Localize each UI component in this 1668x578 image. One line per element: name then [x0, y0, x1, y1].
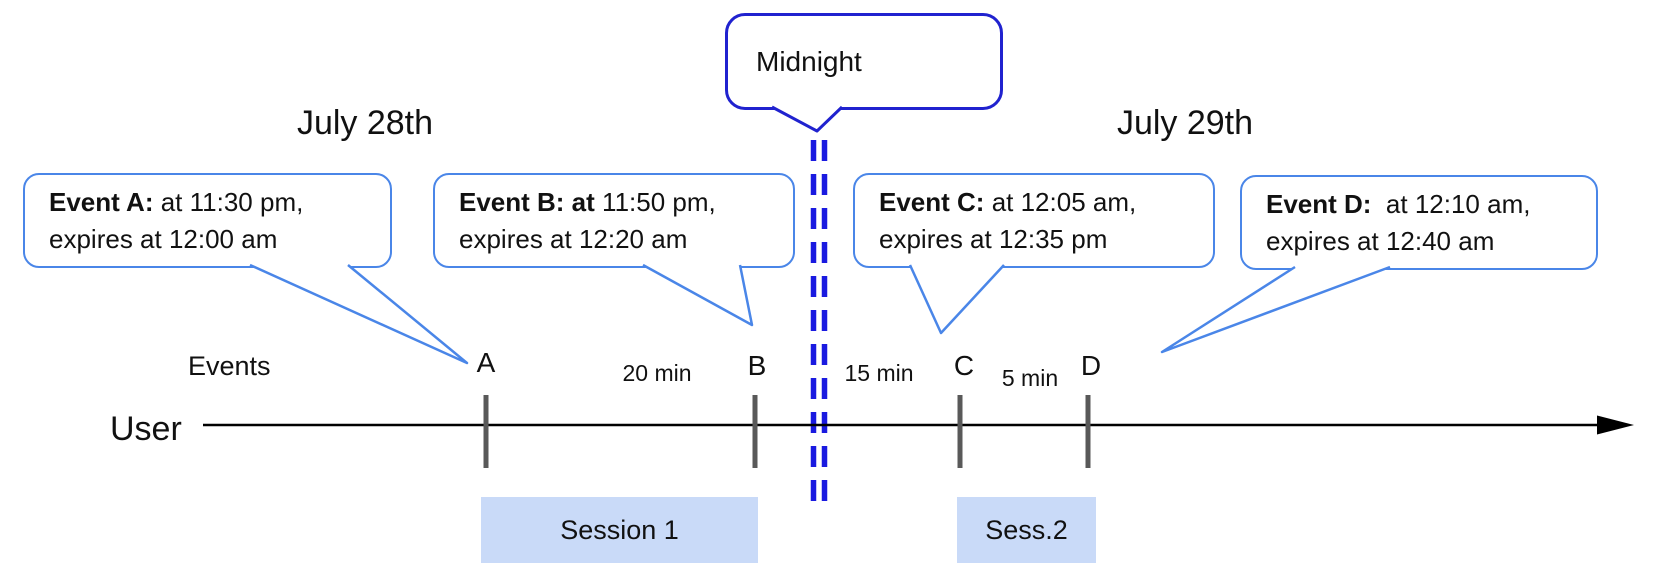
midnight-callout: Midnight	[725, 13, 1003, 110]
session-1-box: Session 1	[481, 497, 758, 563]
midnight-bubble-tail	[771, 105, 844, 133]
tick-label-c: C	[953, 350, 975, 381]
event-a-time: at 11:30 pm,	[153, 186, 304, 217]
date-heading-july-28: July 28th	[296, 104, 434, 142]
tick-label-a: A	[476, 347, 496, 378]
event-d-time: at 12:10 am,	[1371, 188, 1531, 219]
events-row-label: Events	[188, 351, 271, 381]
bubble-d-tail	[1160, 265, 1391, 354]
event-a-title: Event A:	[49, 186, 154, 217]
midnight-label: Midnight	[756, 45, 862, 77]
bubble-b-tail	[642, 263, 754, 327]
event-d-callout: Event D: at 12:10 am, expires at 12:40 a…	[1240, 175, 1598, 270]
event-a-line2: expires at 12:00 am	[49, 223, 278, 254]
event-d-line2: expires at 12:40 am	[1266, 225, 1495, 256]
event-c-callout: Event C: at 12:05 am, expires at 12:35 p…	[853, 173, 1215, 268]
bubble-a-tail	[249, 263, 469, 365]
timeline-arrowhead-icon	[1597, 415, 1634, 435]
event-b-title: Event B: at	[459, 186, 595, 217]
event-b-time: 11:50 pm,	[594, 186, 716, 217]
session-2-box: Sess.2	[957, 497, 1096, 563]
user-row-label: User	[110, 410, 182, 448]
event-c-time: at 12:05 am,	[984, 186, 1137, 217]
session-1-label: Session 1	[560, 514, 679, 545]
bubble-c-tail	[908, 264, 1005, 335]
event-a-line1: Event A: at 11:30 pm,	[49, 184, 380, 221]
tick-label-d: D	[1080, 350, 1102, 381]
interval-5min: 5 min	[1001, 365, 1059, 391]
event-a-callout: Event A: at 11:30 pm, expires at 12:00 a…	[23, 173, 392, 268]
event-c-line2: expires at 12:35 pm	[879, 223, 1108, 254]
event-c-title: Event C:	[879, 186, 985, 217]
interval-15min: 15 min	[844, 360, 914, 386]
tick-label-b: B	[747, 350, 767, 381]
date-heading-july-29: July 29th	[1116, 104, 1254, 142]
event-d-title: Event D:	[1266, 188, 1372, 219]
event-b-callout: Event B: at 11:50 pm, expires at 12:20 a…	[433, 173, 795, 268]
event-c-line1: Event C: at 12:05 am,	[879, 184, 1203, 221]
interval-20min: 20 min	[622, 360, 692, 386]
event-b-line2: expires at 12:20 am	[459, 223, 688, 254]
event-d-line1: Event D: at 12:10 am,	[1266, 186, 1586, 223]
event-b-line1: Event B: at 11:50 pm,	[459, 184, 783, 221]
session-2-label: Sess.2	[985, 514, 1068, 545]
